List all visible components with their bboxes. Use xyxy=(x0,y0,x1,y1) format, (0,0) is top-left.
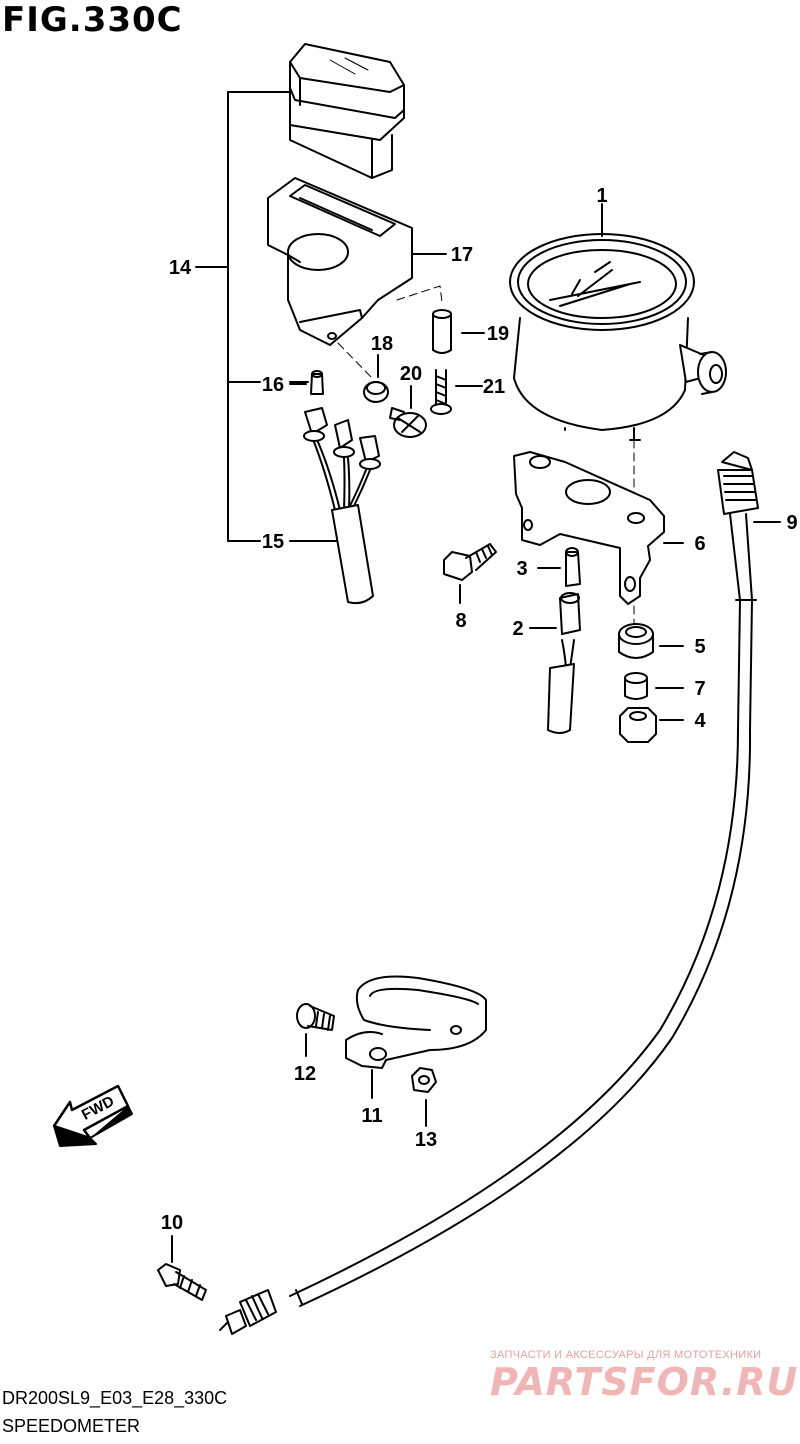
bolt-8 xyxy=(443,543,497,604)
bolt-12 xyxy=(296,1003,335,1057)
fwd-arrow: FWD xyxy=(52,1084,133,1147)
watermark-tagline: ЗАПЧАСТИ И АКСЕССУАРЫ ДЛЯ МОТОТЕХНИКИ xyxy=(490,1349,762,1361)
figure-name: SPEEDOMETER xyxy=(2,1416,141,1436)
bracket-14 xyxy=(195,91,339,542)
screw-21 xyxy=(430,369,483,415)
callout-1: 1 xyxy=(596,185,607,207)
callout-9: 9 xyxy=(786,512,797,534)
callout-5: 5 xyxy=(694,636,705,658)
callout-11: 11 xyxy=(361,1105,382,1127)
callout-13: 13 xyxy=(415,1129,437,1151)
callout-12: 12 xyxy=(294,1063,316,1085)
speedometer xyxy=(509,203,727,441)
screw-20 xyxy=(389,385,427,438)
callout-2: 2 xyxy=(512,618,523,640)
grommet-18 xyxy=(363,354,389,403)
callout-10: 10 xyxy=(161,1212,183,1234)
indicator-case xyxy=(267,177,447,346)
collar-7 xyxy=(624,672,684,700)
figure-code: DR200SL9_E03_E28_330C xyxy=(2,1388,228,1408)
callout-16: 16 xyxy=(262,374,284,396)
callout-19: 19 xyxy=(487,323,509,345)
callout-6: 6 xyxy=(694,533,705,555)
bulb-3 xyxy=(537,547,581,587)
callout-17: 17 xyxy=(451,244,473,266)
socket-2 xyxy=(529,592,581,734)
callout-20: 20 xyxy=(400,363,422,385)
wire-harness-15 xyxy=(303,407,381,605)
callout-21: 21 xyxy=(483,376,505,398)
cable-clamp xyxy=(345,975,487,1099)
indicator-lens-cap xyxy=(289,43,405,179)
nut-4 xyxy=(619,707,684,743)
callout-3: 3 xyxy=(516,558,527,580)
callout-18: 18 xyxy=(371,333,393,355)
callout-15: 15 xyxy=(262,531,284,553)
grommet-5 xyxy=(618,623,684,659)
screw-10 xyxy=(157,1235,207,1301)
callout-14: 14 xyxy=(169,257,192,279)
callout-8: 8 xyxy=(455,610,466,632)
spacer-19 xyxy=(432,309,485,354)
figure-title: FIG.330C xyxy=(2,0,183,40)
watermark-logo: PARTSFOR.RU xyxy=(490,1360,799,1404)
meter-bracket xyxy=(513,451,684,605)
callout-7: 7 xyxy=(694,678,705,700)
speedometer-cable xyxy=(219,451,781,1335)
bulb-16 xyxy=(289,370,324,395)
callout-labels: 1 2 3 4 5 6 7 8 9 10 11 12 13 14 15 16 1… xyxy=(161,185,798,1234)
nut-13 xyxy=(411,1067,437,1127)
callout-4: 4 xyxy=(694,710,706,732)
